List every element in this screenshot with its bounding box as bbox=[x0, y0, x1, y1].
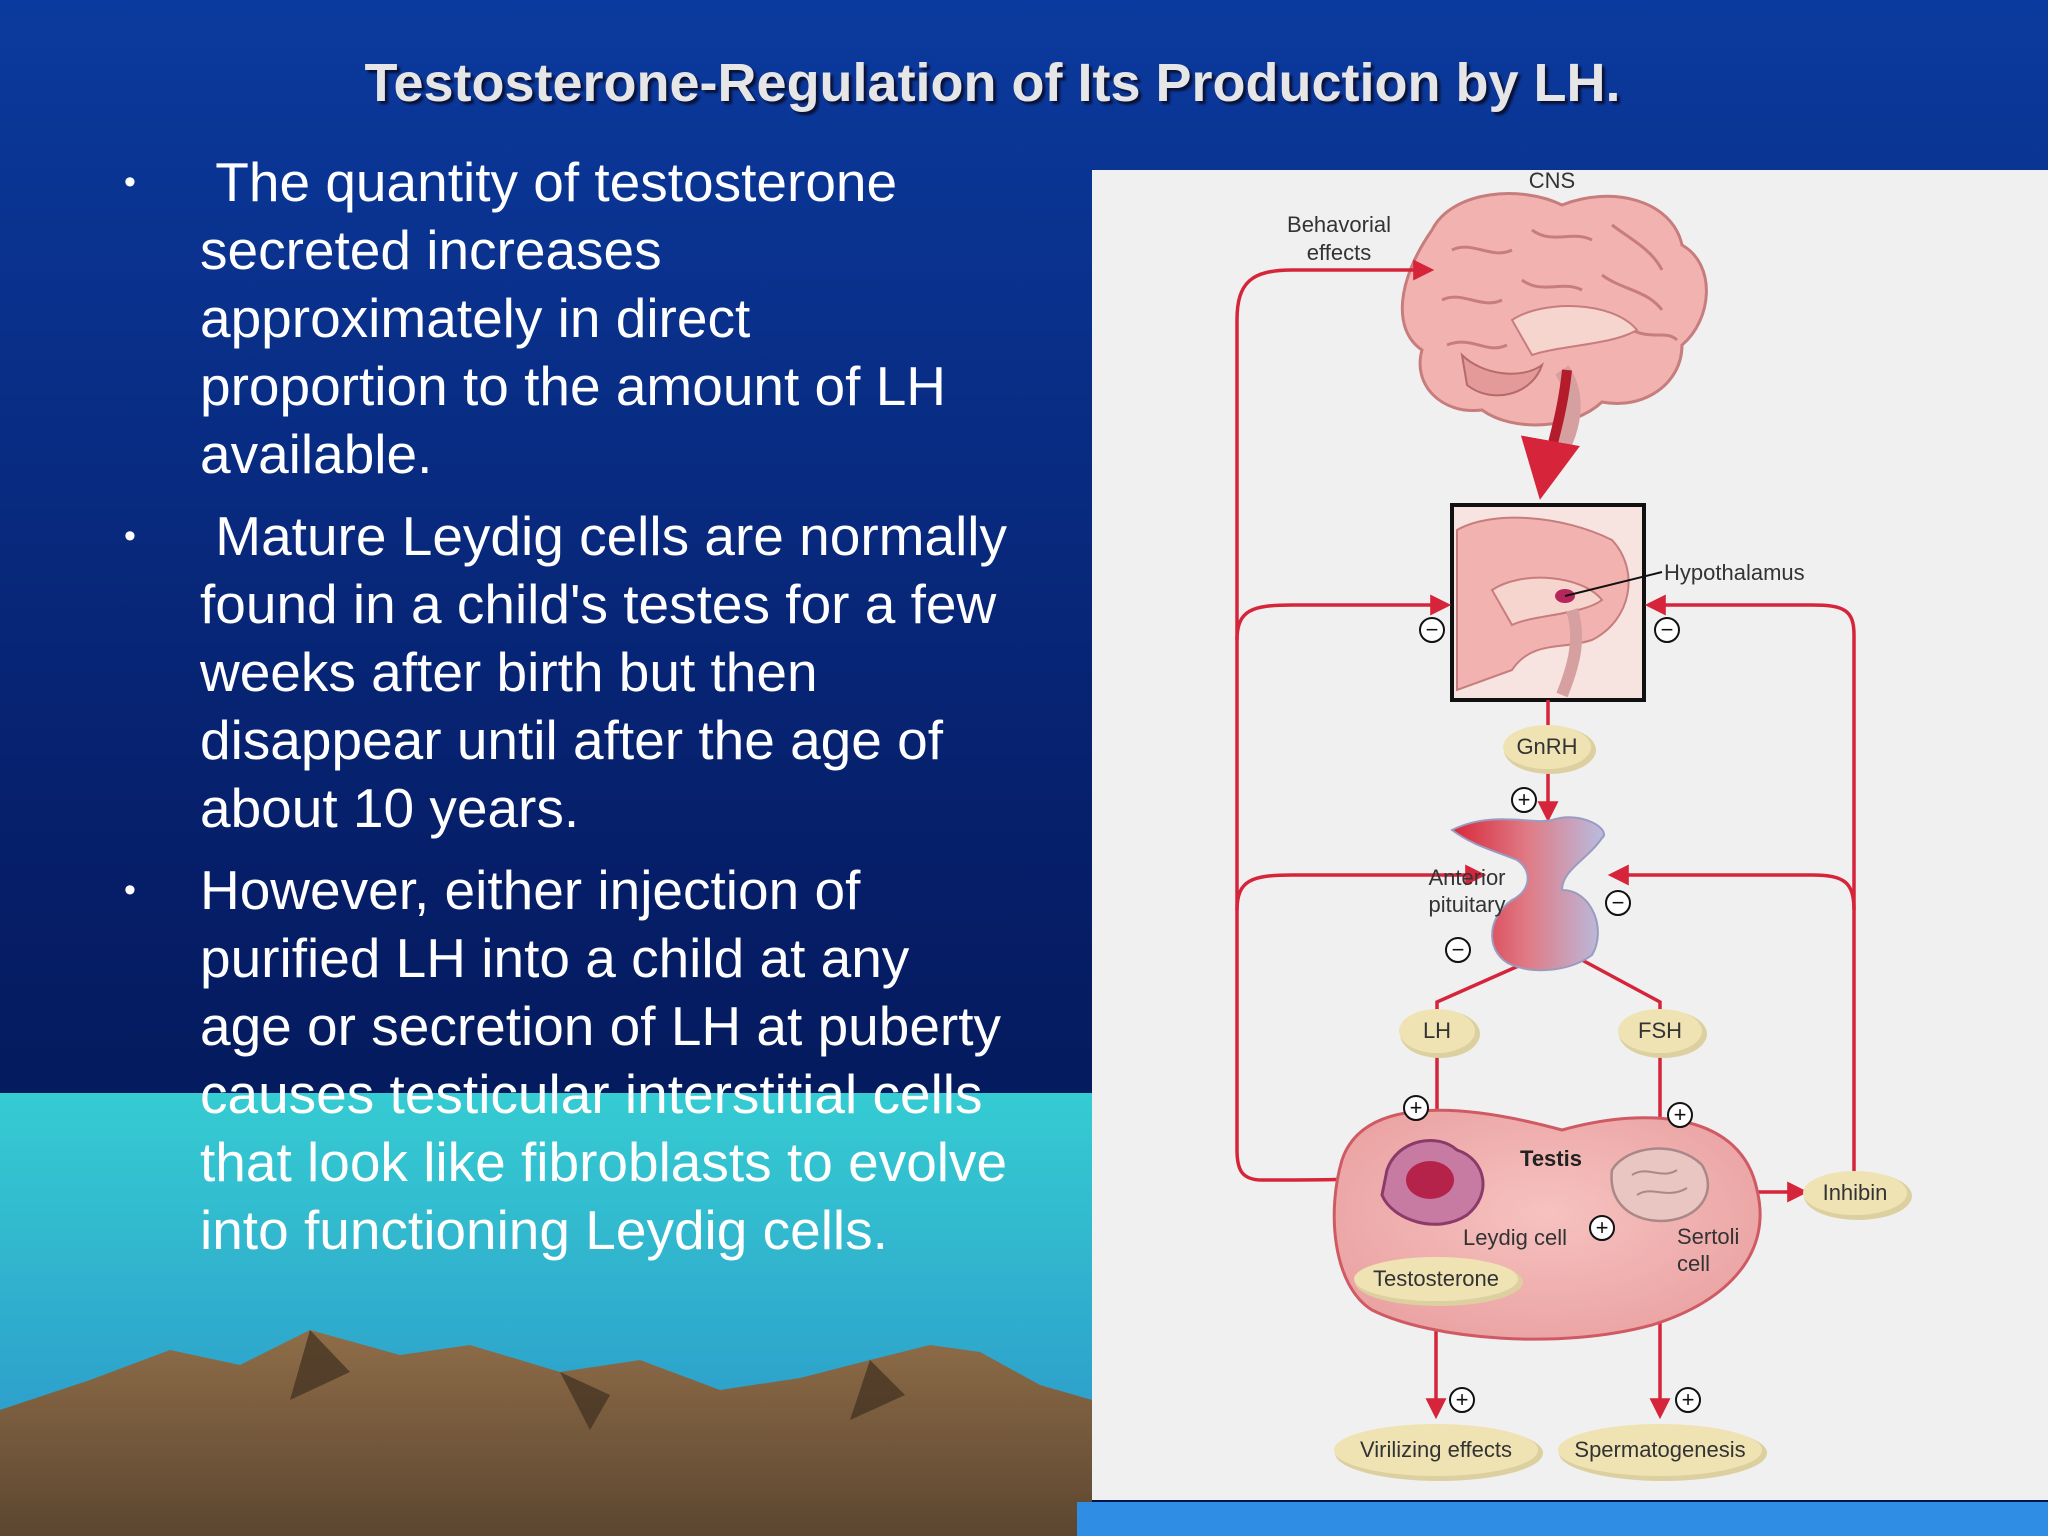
inhibin-pituitary-loop bbox=[1607, 864, 1856, 911]
brain-image bbox=[1400, 192, 1708, 476]
bullet-text: Mature Leydig cells are normally found i… bbox=[200, 505, 1023, 839]
inhibin-hypothalamus-loop bbox=[1644, 594, 1856, 1185]
behavioral-effects-label: Behavorial bbox=[1287, 212, 1391, 237]
bullet-text: However, either injection of purified LH… bbox=[200, 859, 1008, 1261]
anterior-pituitary-image bbox=[1450, 816, 1605, 972]
gnrh-pill: GnRH bbox=[1503, 725, 1596, 774]
svg-text:+: + bbox=[1674, 1102, 1687, 1127]
testosterone-pituitary-loop bbox=[1235, 864, 1487, 911]
fsh-pill: FSH bbox=[1618, 1009, 1707, 1058]
mountains bbox=[0, 1330, 1092, 1536]
svg-text:Virilizing effects: Virilizing effects bbox=[1360, 1437, 1512, 1462]
svg-text:GnRH: GnRH bbox=[1516, 734, 1577, 759]
bullet-dot: • bbox=[124, 871, 136, 909]
bullet-item: • However, either injection of purified … bbox=[110, 856, 1010, 1264]
behavioral-effects-label: effects bbox=[1307, 240, 1371, 265]
svg-text:−: − bbox=[1452, 937, 1465, 962]
svg-text:+: + bbox=[1456, 1387, 1469, 1412]
testosterone-hypothalamus-loop bbox=[1235, 594, 1452, 641]
cns-label: CNS bbox=[1529, 170, 1575, 193]
svg-text:Testosterone: Testosterone bbox=[1373, 1266, 1499, 1291]
testis-label: Testis bbox=[1520, 1146, 1582, 1171]
bullet-dot: • bbox=[124, 163, 136, 201]
svg-text:−: − bbox=[1612, 890, 1625, 915]
testosterone-regulation-diagram: CNS Behavorial effects Hypothalamus bbox=[1092, 170, 2048, 1500]
anterior-pituitary-label: Anterior bbox=[1428, 865, 1505, 890]
bullet-item: • Mature Leydig cells are normally found… bbox=[110, 502, 1010, 842]
bullet-dot: • bbox=[124, 517, 136, 555]
hypothalamus-pointer bbox=[1564, 571, 1663, 597]
svg-text:Inhibin: Inhibin bbox=[1823, 1180, 1888, 1205]
svg-text:+: + bbox=[1518, 787, 1531, 812]
brain-to-hypothalamus-arrow bbox=[1520, 369, 1580, 500]
lh-pill: LH bbox=[1399, 1009, 1480, 1058]
bullet-text: The quantity of testosterone secreted in… bbox=[200, 151, 962, 485]
testosterone-pill: Testosterone bbox=[1354, 1257, 1523, 1306]
minus-sign: − bbox=[1605, 890, 1631, 916]
sertoli-cell-label: cell bbox=[1677, 1251, 1710, 1276]
svg-text:LH: LH bbox=[1423, 1018, 1451, 1043]
plus-sign: + bbox=[1403, 1095, 1429, 1121]
anterior-pituitary-label: pituitary bbox=[1428, 892, 1505, 917]
leydig-cell-label: Leydig cell bbox=[1463, 1225, 1567, 1250]
bullet-list: • The quantity of testosterone secreted … bbox=[110, 148, 1010, 1278]
spermatogenesis-pill: Spermatogenesis bbox=[1558, 1424, 1767, 1481]
hypothalamus-box bbox=[1450, 503, 1646, 702]
bullet-item: • The quantity of testosterone secreted … bbox=[110, 148, 1010, 488]
feedback-signs: − − + − − + + + + + bbox=[1403, 617, 1701, 1413]
svg-text:+: + bbox=[1682, 1387, 1695, 1412]
svg-text:−: − bbox=[1661, 617, 1674, 642]
virilizing-effects-pill: Virilizing effects bbox=[1334, 1424, 1543, 1481]
svg-text:+: + bbox=[1596, 1215, 1609, 1240]
minus-sign: − bbox=[1654, 617, 1680, 643]
inhibin-pill: Inhibin bbox=[1803, 1171, 1912, 1220]
plus-sign: + bbox=[1511, 787, 1537, 813]
minus-sign: − bbox=[1419, 617, 1445, 643]
plus-sign: + bbox=[1589, 1215, 1615, 1241]
sertoli-cell-label: Sertoli bbox=[1677, 1224, 1739, 1249]
svg-text:−: − bbox=[1426, 617, 1439, 642]
svg-text:+: + bbox=[1410, 1095, 1423, 1120]
plus-sign: + bbox=[1675, 1387, 1701, 1413]
slide-title: Testosterone-Regulation of Its Productio… bbox=[364, 53, 1621, 113]
svg-text:Spermatogenesis: Spermatogenesis bbox=[1574, 1437, 1745, 1462]
blue-footer-strip bbox=[1077, 1502, 2048, 1536]
plus-sign: + bbox=[1667, 1102, 1693, 1128]
svg-text:FSH: FSH bbox=[1638, 1018, 1682, 1043]
plus-sign: + bbox=[1449, 1387, 1475, 1413]
minus-sign: − bbox=[1445, 937, 1471, 963]
hypothalamus-label: Hypothalamus bbox=[1664, 560, 1805, 585]
